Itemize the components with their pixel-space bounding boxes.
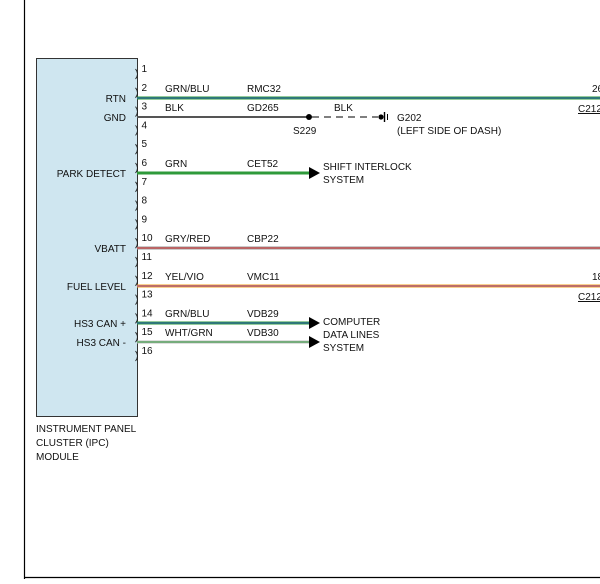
pin-mark-6: [135, 162, 138, 174]
right-connector-c212-bottom: C212: [578, 292, 600, 303]
pin-mark-15: [135, 331, 138, 343]
pin-number-10: 10: [142, 233, 154, 244]
arrow-shift-interlock: [309, 167, 320, 179]
pin-mark-2: [135, 87, 138, 99]
pin-number-1: 1: [142, 64, 148, 75]
pin-number-13: 13: [142, 290, 154, 301]
pin-mark-11: [135, 256, 138, 268]
pin-number-5: 5: [142, 139, 148, 150]
pin-number-7: 7: [142, 177, 148, 188]
pin-mark-3: [135, 106, 138, 117]
wire-cet52-color: GRN: [165, 159, 187, 170]
splice-s229-label: S229: [293, 126, 317, 137]
wire-vdb29-color: GRN/BLU: [165, 309, 209, 320]
pin-number-2: 2: [142, 83, 148, 94]
pin-number-16: 16: [142, 346, 154, 357]
dest-can-1: COMPUTER: [323, 317, 380, 328]
wire-rmc32-color: GRN/BLU: [165, 84, 209, 95]
signal-hs3-can-plus: HS3 CAN +: [74, 319, 126, 330]
pin-number-4: 4: [142, 120, 148, 131]
signal-rtn: RTN: [106, 94, 126, 105]
arrow-can-plus: [309, 317, 320, 329]
right-pin-18: 18: [592, 272, 600, 283]
signal-park-detect: PARK DETECT: [57, 169, 126, 180]
wire-vmc11-color: YEL/VIO: [165, 272, 204, 283]
signal-vbatt: VBATT: [95, 244, 126, 255]
pin-mark-1: [135, 68, 138, 80]
pin-mark-9: [135, 219, 138, 230]
dest-can-3: SYSTEM: [323, 343, 364, 354]
wire-rmc32-circuit: RMC32: [247, 84, 281, 95]
pin-mark-5: [135, 143, 138, 155]
wire-cbp22-circuit: CBP22: [247, 234, 279, 245]
pin-number-8: 8: [142, 196, 148, 207]
pin-number-3: 3: [142, 102, 148, 113]
dest-can-2: DATA LINES: [323, 330, 380, 341]
arrow-can-minus: [309, 336, 320, 348]
wire-vmc11-circuit: VMC11: [247, 272, 280, 283]
wire-cbp22-color: GRY/RED: [165, 234, 210, 245]
pin-number-12: 12: [142, 271, 154, 282]
wire-gd265-circuit: GD265: [247, 103, 279, 114]
right-connector-c212-top: C212: [578, 104, 600, 115]
pin-number-11: 11: [142, 252, 153, 263]
ground-g202-label: G202: [397, 113, 422, 124]
splice-wire-color: BLK: [334, 103, 353, 114]
pin-mark-8: [135, 200, 138, 211]
dest-shift-interlock-1: SHIFT INTERLOCK: [323, 162, 412, 173]
wires: [137, 96, 600, 348]
pin-mark-14: [135, 313, 138, 324]
signal-hs3-can-minus: HS3 CAN -: [77, 338, 126, 349]
pin-mark-10: [135, 237, 138, 249]
ipc-module-box: [36, 58, 138, 417]
pin-number-9: 9: [142, 214, 148, 225]
dest-shift-interlock-2: SYSTEM: [323, 175, 364, 186]
pin-mark-12: [135, 275, 138, 287]
signal-fuel-level: FUEL LEVEL: [67, 282, 127, 293]
module-label-line-3: MODULE: [36, 452, 79, 463]
wire-cet52-circuit: CET52: [247, 159, 279, 170]
wire-vdb29-circuit: VDB29: [247, 309, 279, 320]
pin-mark-13: [135, 294, 138, 305]
module-label-line-2: CLUSTER (IPC): [36, 438, 109, 449]
ground-g202-note: (LEFT SIDE OF DASH): [397, 126, 501, 137]
right-pin-26: 26: [592, 84, 600, 95]
pin-mark-7: [135, 181, 138, 193]
pin-mark-4: [135, 125, 138, 136]
wire-vdb30-circuit: VDB30: [247, 328, 279, 339]
ground-g202-dot: [378, 114, 384, 120]
splice-s229-dot: [306, 114, 312, 120]
pin-number-15: 15: [142, 327, 154, 338]
module-label-line-1: INSTRUMENT PANEL: [36, 424, 137, 435]
wire-vdb30-color: WHT/GRN: [165, 328, 213, 339]
signal-gnd: GND: [104, 113, 126, 124]
pin-number-6: 6: [142, 158, 148, 169]
pin-number-14: 14: [142, 308, 154, 319]
wire-gd265-color: BLK: [165, 103, 184, 114]
pin-mark-16: [135, 350, 138, 362]
